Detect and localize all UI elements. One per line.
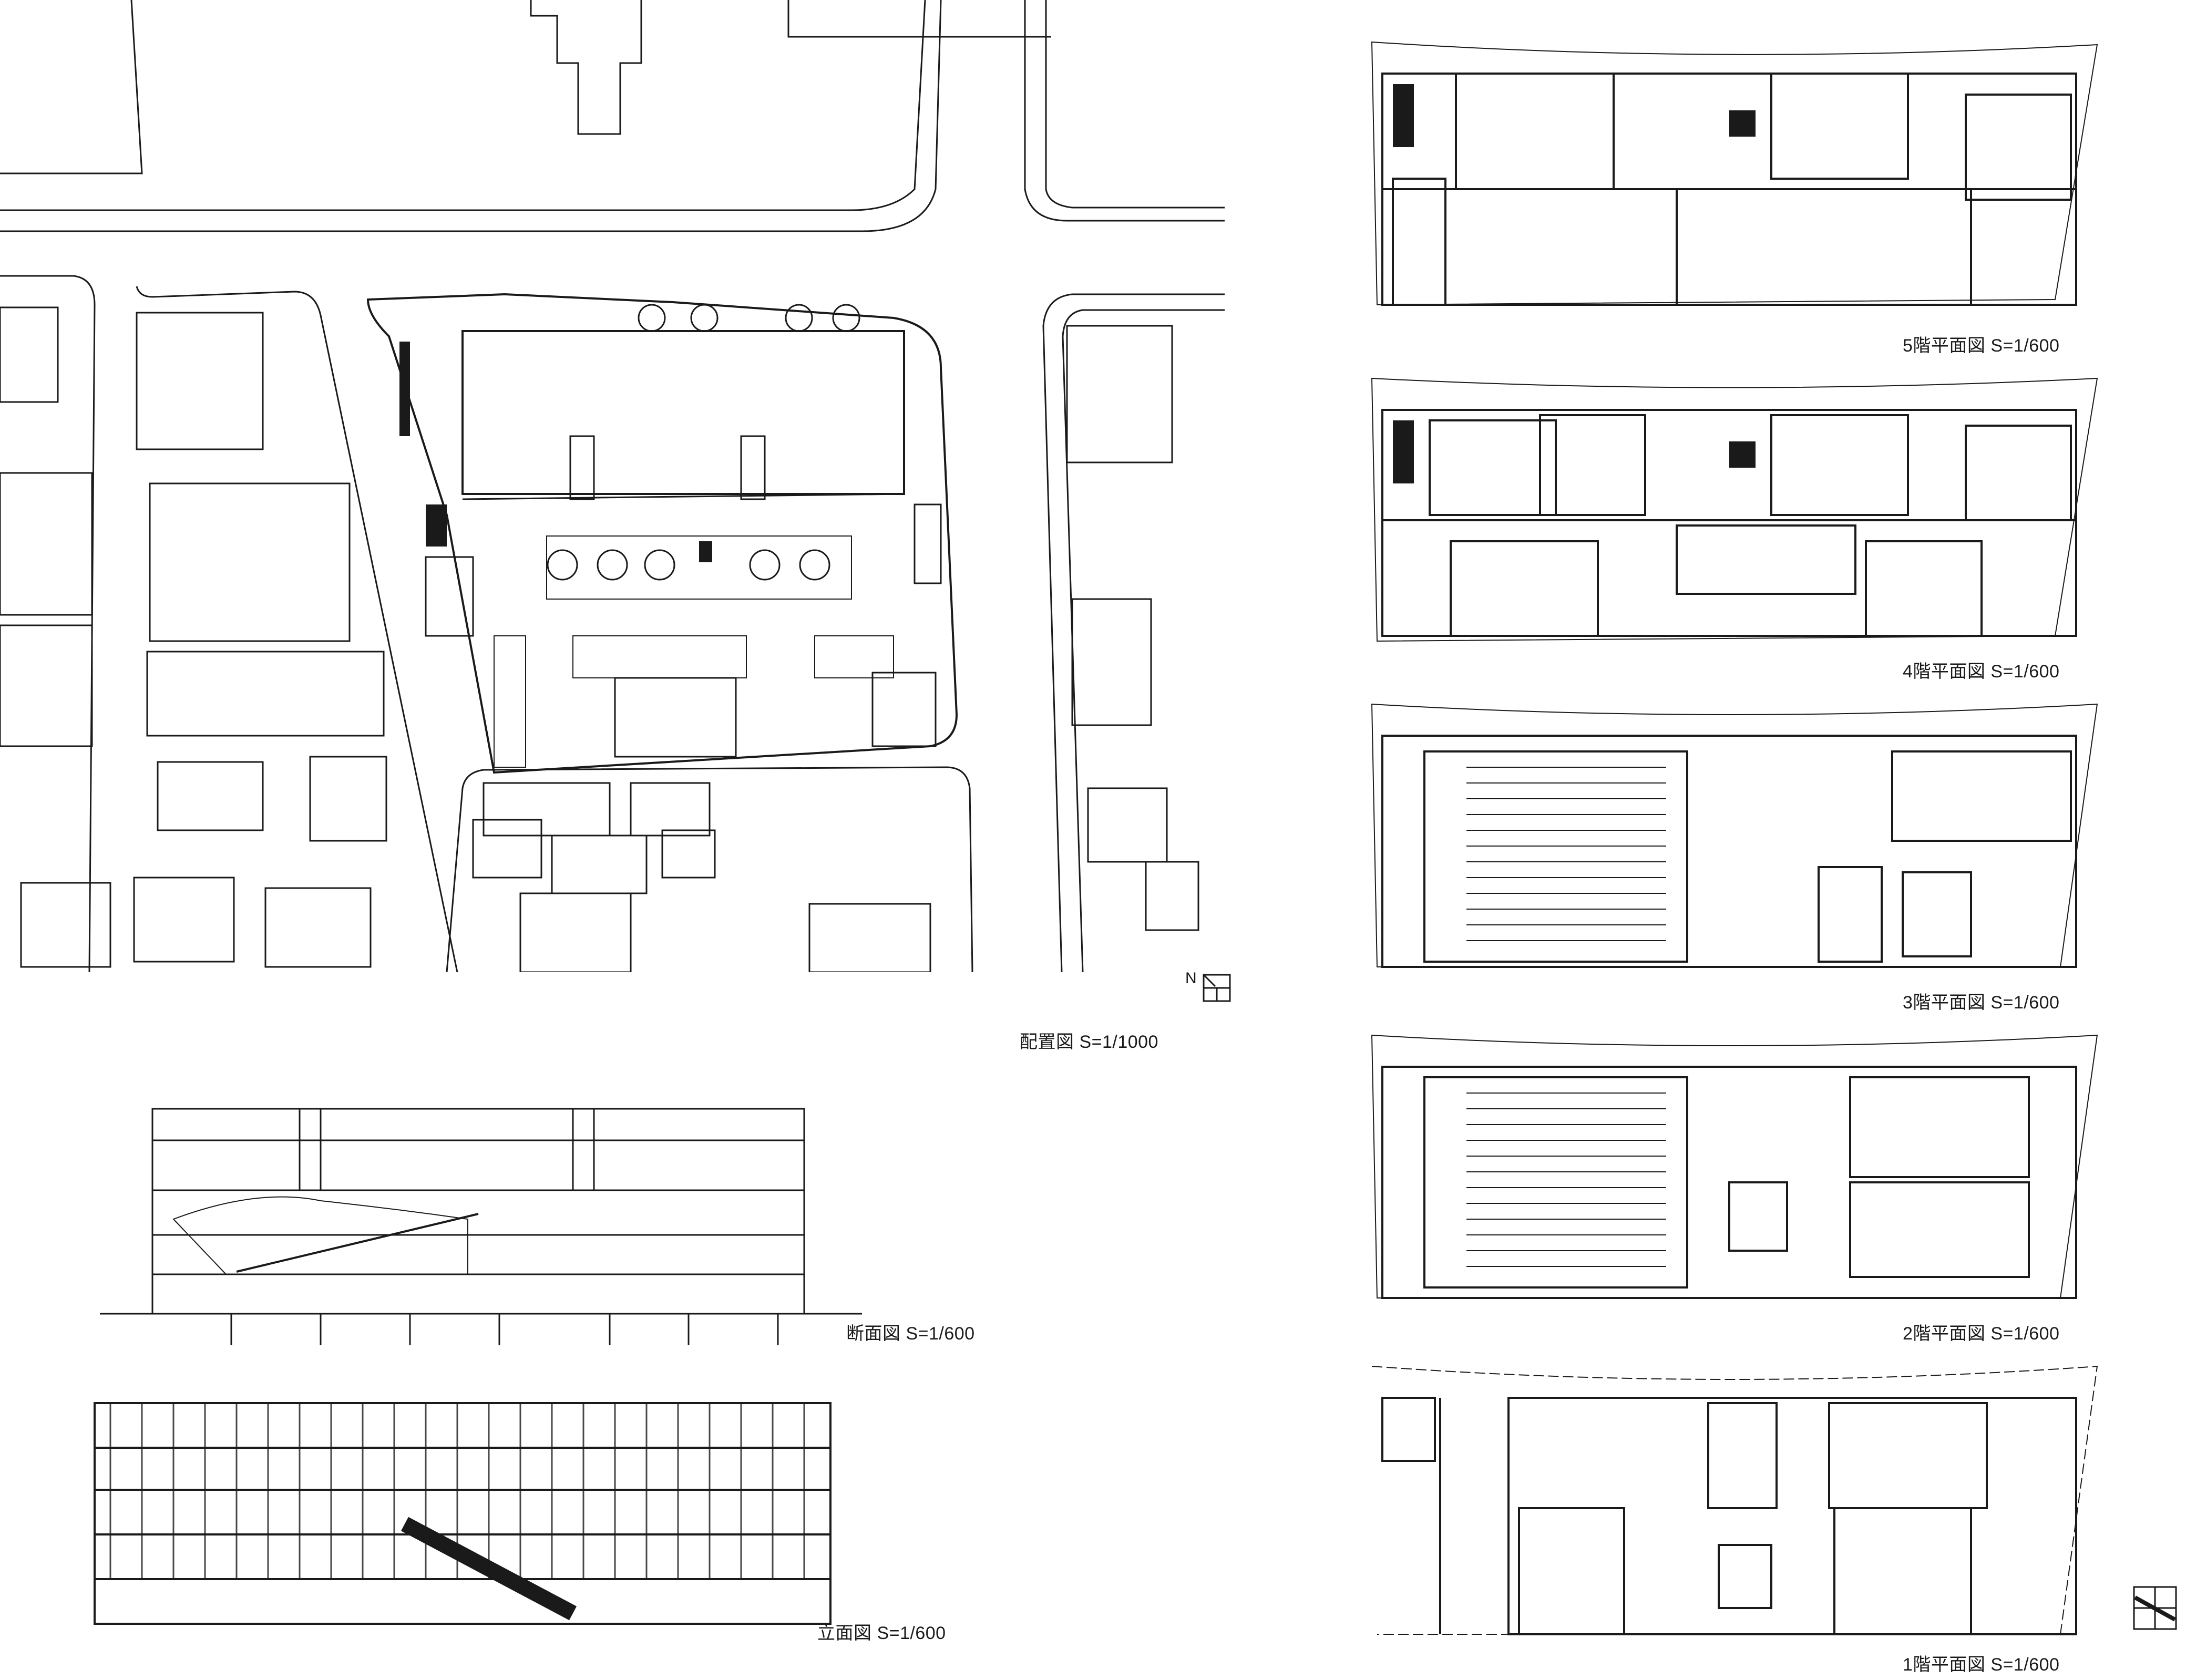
floor5-plan — [1371, 41, 2098, 306]
section-caption: 断面図 S=1/600 — [846, 1324, 975, 1344]
elevation-drawing — [94, 1402, 832, 1625]
floor2-plan — [1371, 1034, 2098, 1299]
floor1-caption: 1階平面図 S=1/600 — [1903, 1655, 2060, 1675]
site-plan-caption: 配置図 S=1/1000 — [1020, 1032, 1158, 1052]
floor5-caption: 5階平面図 S=1/600 — [1903, 336, 2060, 356]
floor3-caption: 3階平面図 S=1/600 — [1903, 993, 2060, 1013]
north-label: N — [1185, 970, 1197, 987]
elevation-caption: 立面図 S=1/600 — [817, 1623, 946, 1643]
floor2-caption: 2階平面図 S=1/600 — [1903, 1324, 2060, 1344]
site-plan — [0, 0, 1225, 972]
floor4-caption: 4階平面図 S=1/600 — [1903, 662, 2060, 682]
plan-north-arrow-icon — [2133, 1586, 2177, 1630]
floor3-plan — [1371, 703, 2098, 968]
section-drawing — [100, 1108, 862, 1345]
north-arrow-icon — [1203, 974, 1231, 1002]
floor1-plan — [1371, 1365, 2098, 1635]
floor4-plan — [1371, 377, 2098, 642]
